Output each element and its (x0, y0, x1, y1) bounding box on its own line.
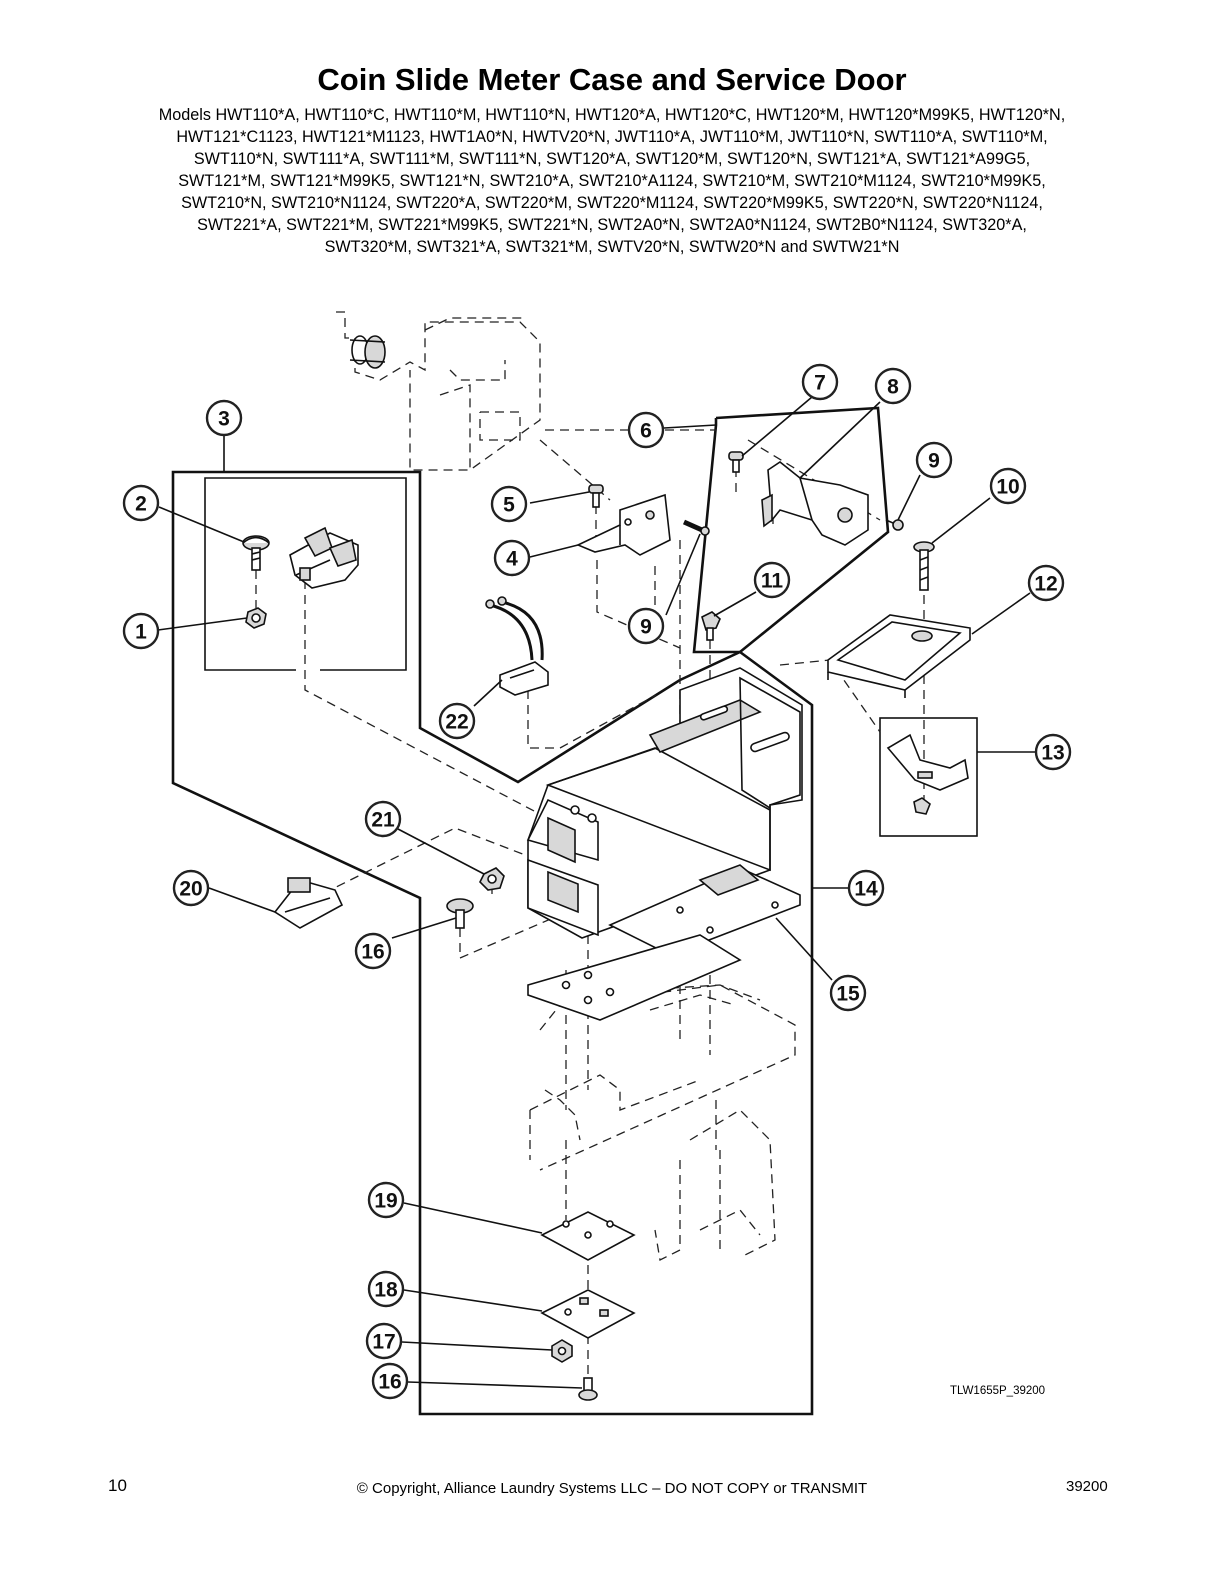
document-number: 39200 (1066, 1478, 1108, 1495)
part-16-bolt (446, 898, 474, 929)
callout-label: 19 (374, 1190, 397, 1213)
part-19-plate (540, 1211, 636, 1261)
callout-label: 16 (378, 1371, 401, 1394)
model-line: SWT110*N, SWT111*A, SWT111*M, SWT111*N, … (193, 150, 1031, 168)
callout-label: 4 (506, 548, 518, 571)
part-1-nut (245, 607, 267, 629)
part-13-lock-clip (886, 733, 969, 815)
part-21-nut (479, 867, 505, 891)
part-9-screw (682, 519, 710, 536)
model-line: SWT210*N, SWT210*N1124, SWT220*A, SWT220… (181, 194, 1043, 212)
callout-15: 15 (829, 974, 867, 1012)
leader-lines (157, 396, 1035, 1389)
callout-3: 3 (205, 399, 243, 437)
callout-21: 21 (364, 800, 402, 838)
callout-2: 2 (122, 484, 160, 522)
callout-label: 20 (179, 878, 202, 901)
callout-label: 11 (761, 570, 784, 593)
callout-11: 11 (753, 561, 791, 599)
part-5-screw (588, 484, 604, 508)
callout-label: 9 (928, 450, 940, 473)
callout-16-lower: 16 (371, 1362, 409, 1400)
callout-22: 22 (438, 702, 476, 740)
part-17-nut (551, 1339, 573, 1363)
parts (242, 335, 971, 1401)
part-15-base-plate (608, 864, 801, 956)
model-list: Models HWT110*A, HWT110*C, HWT110*M, HWT… (100, 104, 1124, 258)
model-line: SWT121*M, SWT121*M99K5, SWT121*N, SWT210… (178, 172, 1046, 190)
callout-1: 1 (122, 612, 160, 650)
callout-label: 8 (887, 376, 899, 399)
phantom-reference-lines (255, 311, 925, 1380)
callout-label: 15 (836, 983, 860, 1006)
callouts: 1 2 3 4 5 6 7 8 9 9 10 11 12 13 14 15 16… (122, 363, 1072, 1400)
callout-label: 10 (996, 476, 1019, 499)
part-8-mounting-bracket (761, 461, 869, 546)
part-16-screw-lower (578, 1377, 598, 1401)
callout-label: 7 (814, 372, 826, 395)
callout-20: 20 (172, 869, 210, 907)
callout-4: 4 (493, 539, 531, 577)
model-line: SWT320*M, SWT321*A, SWT321*M, SWTV20*N, … (324, 238, 900, 256)
callout-16: 16 (354, 932, 392, 970)
model-line: HWT121*C1123, HWT121*M1123, HWT1A0*N, HW… (176, 128, 1048, 146)
part-11-screw (701, 611, 721, 641)
callout-label: 9 (640, 616, 652, 639)
part-12-cover-plate (827, 614, 971, 698)
page-title: Coin Slide Meter Case and Service Door (317, 62, 907, 97)
callout-6: 6 (627, 411, 665, 449)
callout-14: 14 (847, 869, 885, 907)
part-9-screw-right (885, 519, 904, 531)
callout-12: 12 (1027, 564, 1065, 602)
callout-label: 17 (372, 1331, 395, 1354)
callout-18: 18 (367, 1270, 405, 1308)
callout-13: 13 (1034, 733, 1072, 771)
part-7-screw (728, 451, 744, 473)
part-4-switch-bracket (576, 493, 671, 556)
callout-7: 7 (801, 363, 839, 401)
part-10-long-screw (913, 541, 935, 591)
callout-9-right: 9 (915, 441, 953, 479)
callout-label: 13 (1041, 742, 1064, 765)
callout-19: 19 (367, 1181, 405, 1219)
model-line: SWT221*A, SWT221*M, SWT221*M99K5, SWT221… (197, 216, 1027, 234)
page-number: 10 (108, 1476, 127, 1495)
part-15-lower-plate (527, 934, 742, 1021)
callout-17: 17 (365, 1322, 403, 1360)
part-20-hinge (273, 877, 344, 929)
callout-label: 18 (374, 1279, 398, 1302)
callout-label: 6 (640, 420, 652, 443)
callout-9: 9 (627, 607, 665, 645)
callout-label: 1 (135, 621, 147, 644)
drawing-id: TLW1655P_39200 (950, 1385, 1046, 1397)
callout-5: 5 (490, 485, 528, 523)
callout-label: 12 (1034, 573, 1057, 596)
copyright-notice: © Copyright, Alliance Laundry Systems LL… (356, 1480, 868, 1497)
part-2-carriage-bolt (242, 535, 270, 571)
callout-label: 2 (135, 493, 147, 516)
callout-label: 21 (371, 809, 395, 832)
callout-label: 16 (361, 941, 384, 964)
coin-meter-ghost (349, 335, 386, 369)
callout-label: 14 (854, 878, 878, 901)
callout-label: 3 (218, 408, 230, 431)
part-22-wire-harness (485, 596, 549, 696)
callout-8: 8 (874, 367, 912, 405)
model-line: Models HWT110*A, HWT110*C, HWT110*M, HWT… (158, 106, 1066, 124)
callout-10: 10 (989, 467, 1027, 505)
callout-label: 22 (445, 711, 468, 734)
callout-label: 5 (503, 494, 515, 517)
part-18-plate (540, 1289, 636, 1339)
part-3-lock-bracket (289, 526, 359, 589)
